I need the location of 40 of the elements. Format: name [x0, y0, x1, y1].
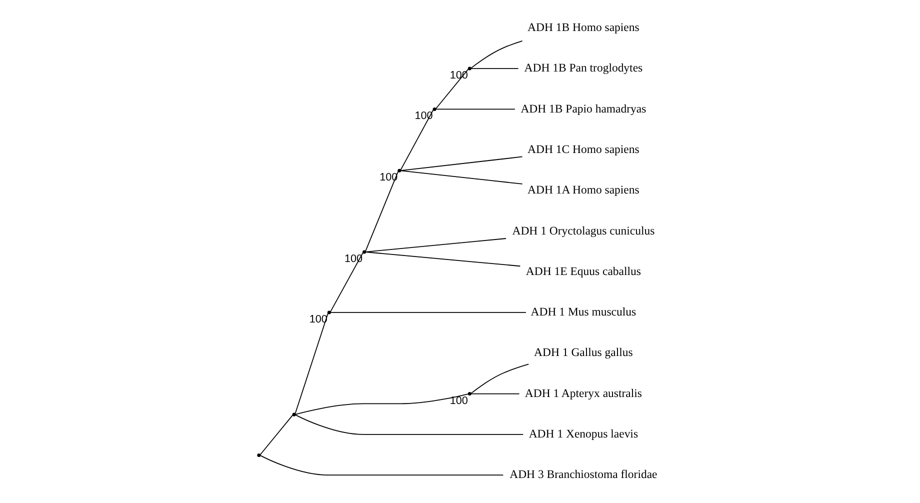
connector — [294, 313, 328, 414]
node-text: ADH 1B Homo sapiens — [527, 20, 639, 34]
connector — [364, 171, 398, 252]
node-text: ADH 1C Homo sapiens — [527, 142, 639, 156]
node-point — [362, 250, 366, 254]
node-label: 100 — [449, 394, 468, 407]
connector — [400, 109, 434, 170]
connector — [470, 68, 518, 70]
connector — [434, 108, 515, 110]
connector — [364, 252, 520, 267]
node-text: ADH 1 Oryctolagus cuniculus — [512, 224, 654, 238]
node-text: ADH 1B Pan troglodytes — [524, 62, 642, 75]
node-point — [467, 66, 471, 70]
connector — [434, 68, 468, 110]
node-point — [256, 453, 260, 457]
connector — [400, 170, 522, 184]
connector — [259, 455, 504, 476]
node-point — [397, 168, 401, 172]
connector — [259, 414, 293, 456]
node-point — [432, 107, 436, 111]
connector — [294, 414, 524, 435]
node-point — [467, 392, 471, 396]
node-text: ADH 1B Papio hamadryas — [520, 102, 646, 116]
node-point — [326, 310, 330, 314]
node-point — [292, 412, 296, 416]
node-text: ADH 1A Homo sapiens — [527, 184, 639, 197]
connector — [329, 252, 363, 312]
node-text: ADH 3 Branchiostoma floridae — [509, 468, 657, 482]
connector — [364, 238, 506, 252]
connector — [470, 364, 529, 394]
node-text: ADH 1 Gallus gallus — [534, 346, 632, 360]
connector — [470, 40, 522, 69]
connector — [330, 312, 526, 313]
node-text: ADH 1 Mus musculus — [530, 306, 636, 319]
node-text: ADH 1 Xenopus laevis — [528, 428, 638, 441]
connector — [294, 393, 468, 415]
connector — [400, 156, 522, 172]
connector — [470, 393, 520, 394]
node-text: ADH 1E Equus caballus — [525, 264, 640, 278]
node-text: ADH 1 Apteryx australis — [524, 386, 642, 400]
